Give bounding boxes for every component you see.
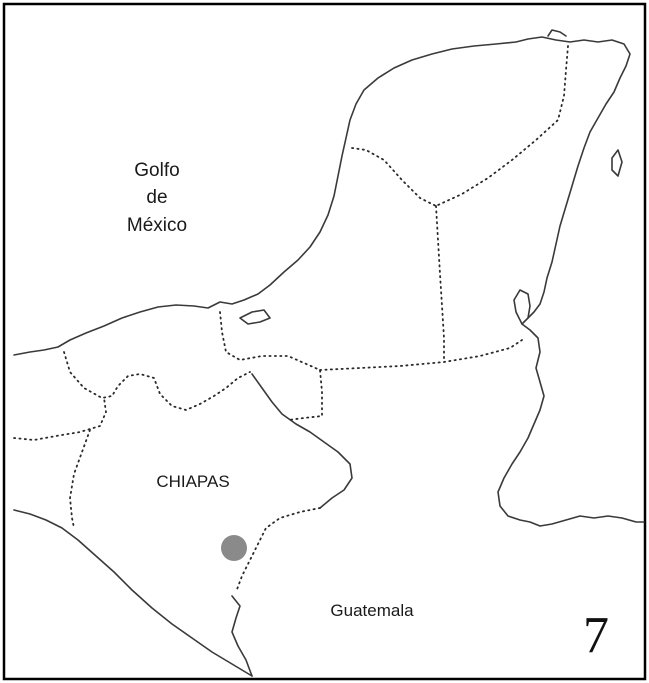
label-chiapas: CHIAPAS [156, 472, 229, 491]
border-campeche-quintana-roo [435, 205, 445, 363]
border-tabasco-chiapas [63, 351, 251, 411]
figure-number: 7 [583, 607, 609, 664]
border-yucatan-campeche [351, 147, 437, 207]
location-marker [221, 535, 247, 561]
border-tabasco-campeche [219, 311, 323, 421]
coast-bay-chetumal [513, 289, 531, 325]
border-mexico-guatemala-belize [319, 339, 523, 371]
coast-island-cozumel [611, 149, 623, 177]
border-chiapas-guatemala [235, 507, 321, 593]
river-usumacinta [251, 373, 353, 509]
river-suchiate [231, 595, 253, 677]
border-chiapas-oaxaca [69, 429, 91, 529]
coast-inlet-campeche [239, 309, 271, 325]
coastline-gulf-yucatan [13, 36, 645, 527]
label-gulf-line3: México [127, 215, 187, 236]
border-yucatan-quintana-roo [435, 45, 569, 207]
label-guatemala: Guatemala [330, 601, 414, 620]
label-gulf-line1: Golfo [134, 160, 179, 181]
coastline-pacific [13, 509, 253, 677]
border-veracruz-tabasco [13, 397, 107, 441]
coast-notch-north [547, 29, 567, 37]
label-gulf-line2: de [146, 187, 167, 208]
